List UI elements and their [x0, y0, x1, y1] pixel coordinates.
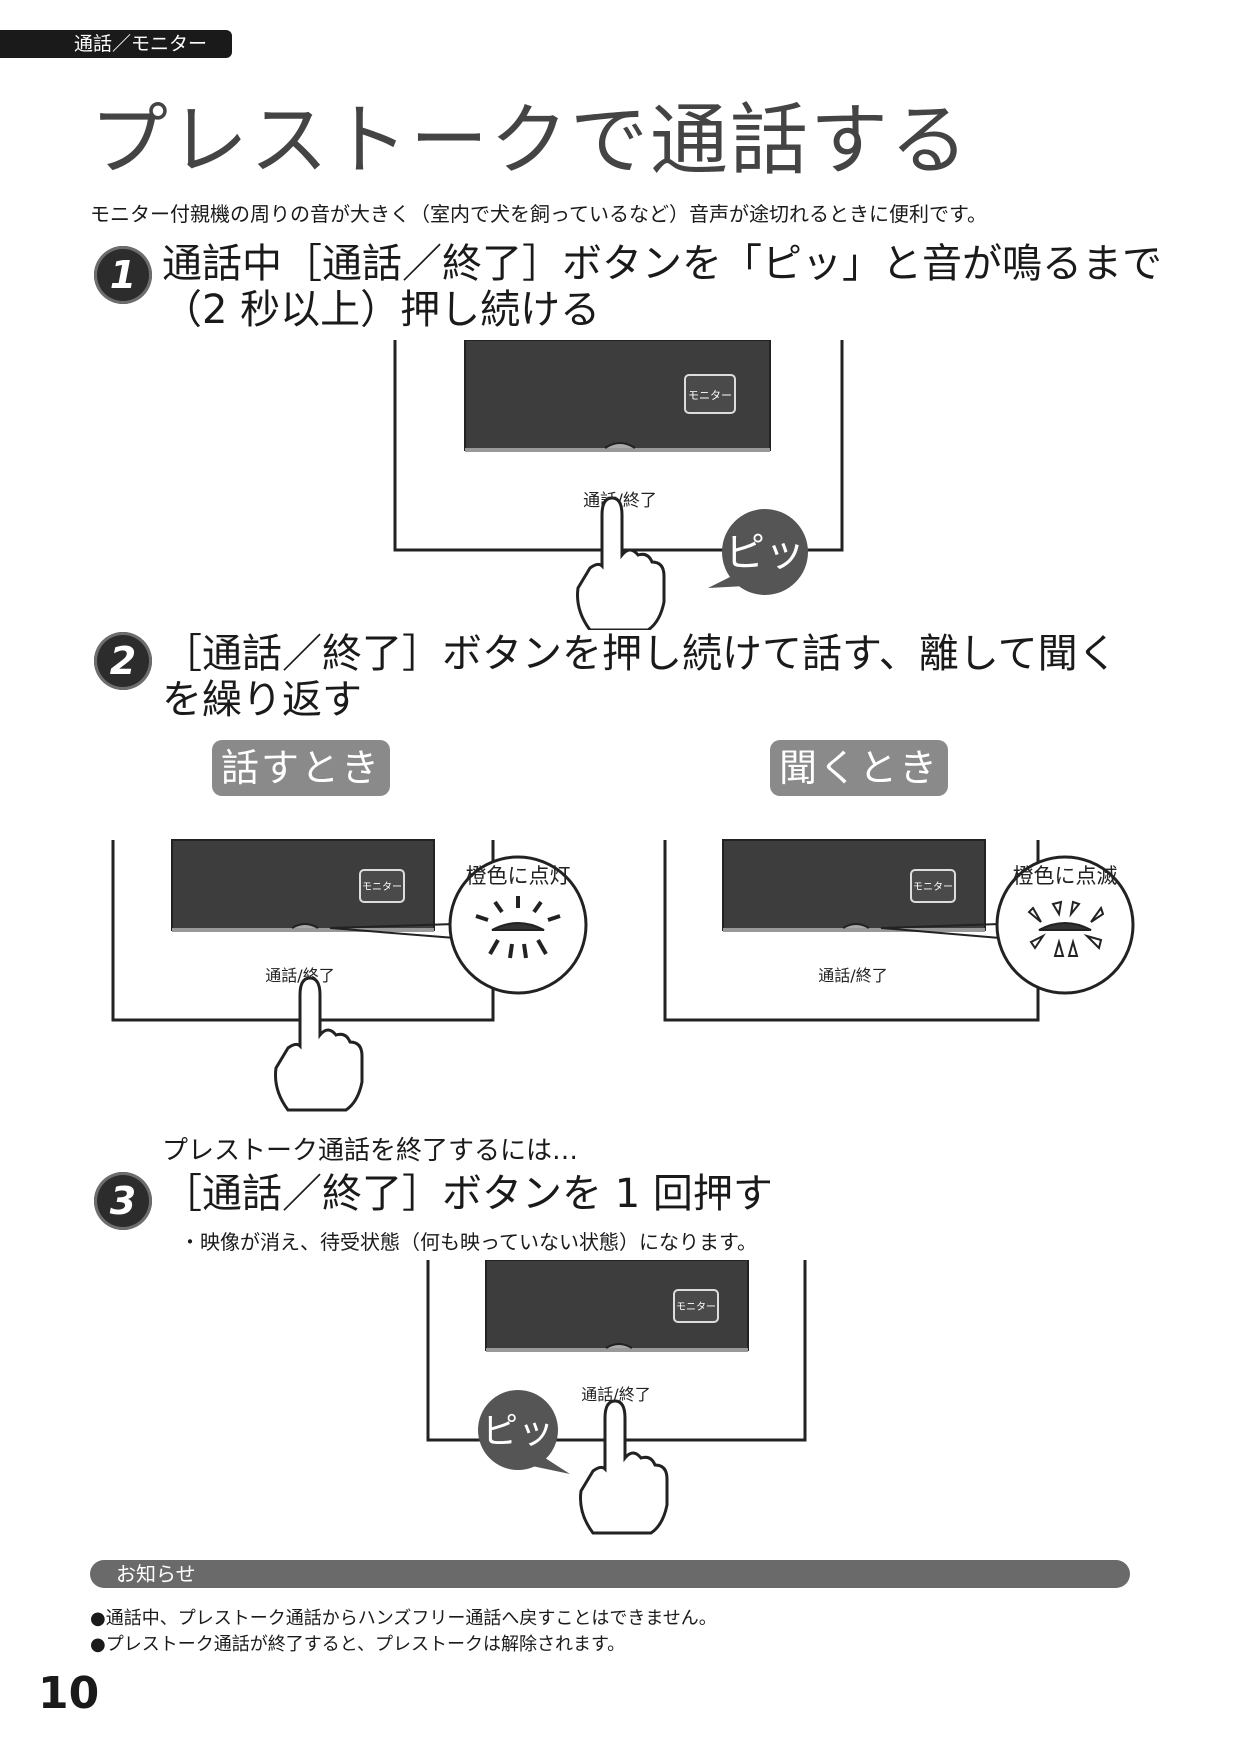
blink-label: 橙色に点滅 [1013, 864, 1118, 888]
monitor-button-label: モニター [676, 1301, 716, 1313]
step-1-line-2: （2 秒以上）押し続ける [162, 287, 601, 333]
notice-item-1: ●通話中、プレストーク通話からハンズフリー通話へ戻すことはできません。 [90, 1608, 717, 1629]
monitor-button-label: モニター [688, 389, 732, 402]
section-tab: 通話／モニター [0, 30, 232, 58]
monitor-button [910, 869, 956, 903]
beep-bubble [478, 1390, 558, 1470]
talk-illustration: モニター 通話/終了 橙色に点灯 [111, 839, 588, 1112]
pressing-hand-icon [576, 496, 666, 630]
monitor-button [684, 374, 736, 414]
listen-mode-label: 聞くとき [770, 740, 948, 796]
step-1-illustration: モニター 通話/終了 ピッ [393, 340, 844, 630]
step-2-line-2: を繰り返す [162, 677, 362, 723]
notice-item-2: ●プレストーク通話が終了すると、プレストークは解除されます。 [90, 1634, 626, 1655]
indicator-lamp-icon [491, 922, 545, 931]
monitor-button [359, 869, 405, 903]
monitor-button-label: モニター [913, 881, 953, 893]
talk-end-button-label: 通話/終了 [581, 1385, 650, 1404]
step-3-note: ・映像が消え、待受状態（何も映っていない状態）になります。 [180, 1230, 757, 1254]
notice-header: お知らせ [90, 1560, 1130, 1588]
step-3-intro: プレストーク通話を終了するには… [162, 1136, 579, 1166]
step-3-illustration: モニター 通話/終了 ピッ [426, 1260, 807, 1535]
beep-text: ピッ [482, 1411, 554, 1452]
step-3-line-1: ［通話／終了］ボタンを 1 回押す [162, 1171, 773, 1217]
talk-end-button-label: 通話/終了 [818, 966, 887, 985]
page-title: プレストークで通話する [90, 96, 971, 186]
pressing-hand-icon [579, 1399, 669, 1535]
talk-end-button-label: 通話/終了 [265, 966, 334, 985]
listen-illustration: モニター 通話/終了 橙色に点滅 [663, 839, 1135, 1022]
monitor-button-label: モニター [362, 881, 402, 893]
step-3-number: 3 [94, 1172, 152, 1230]
talk-mode-label: 話すとき [212, 740, 390, 796]
intro-text: モニター付親機の周りの音が大きく（室内で犬を飼っているなど）音声が途切れるときに… [90, 202, 987, 226]
pressing-hand-icon [274, 976, 364, 1112]
step-2-number: 2 [94, 632, 152, 690]
step-2-line-1: ［通話／終了］ボタンを押し続けて話す、離して聞く [162, 631, 1118, 677]
step-1-number: 1 [94, 246, 152, 304]
beep-text: ピッ [725, 530, 805, 576]
step-1-line-1: 通話中［通話／終了］ボタンを「ピッ」と音が鳴るまで [162, 241, 1162, 287]
page-number: 10 [38, 1668, 100, 1719]
indicator-lamp-icon [1038, 922, 1092, 931]
beep-bubble [722, 509, 808, 595]
monitor-button [673, 1289, 719, 1323]
lit-label: 橙色に点灯 [466, 864, 571, 888]
